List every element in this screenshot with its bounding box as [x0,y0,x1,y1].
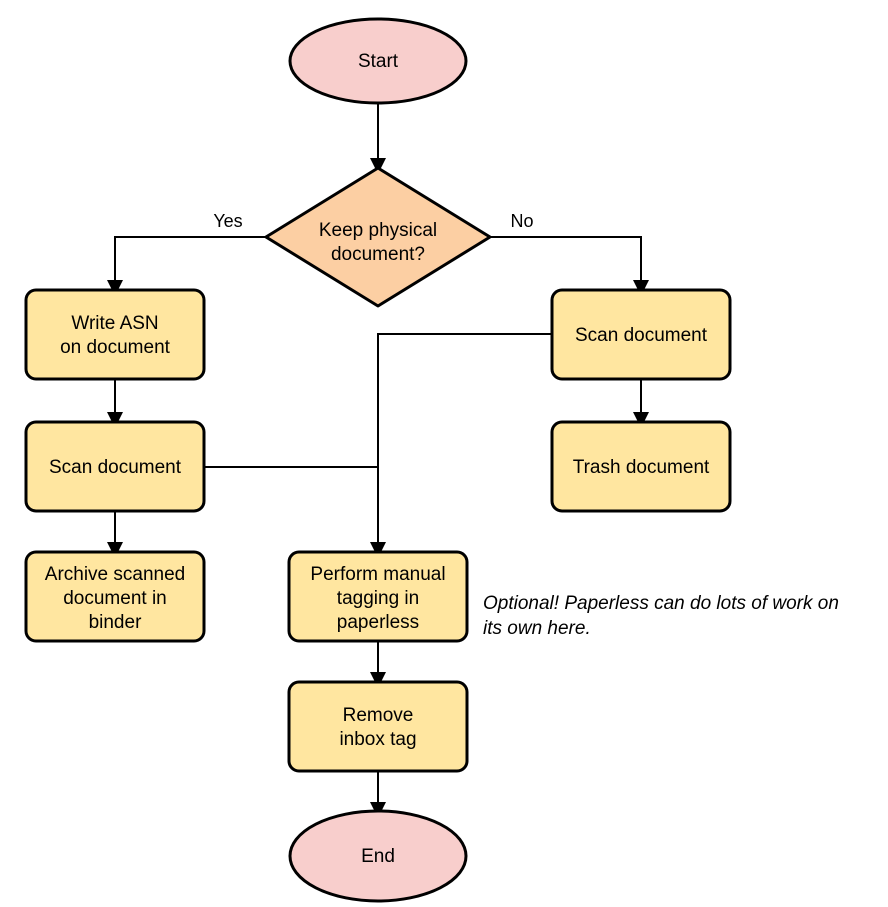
node-end[interactable]: End [288,809,468,903]
node-trash-document[interactable]: Trash document [550,420,732,513]
node-label-line1: Perform manual [310,564,445,585]
node-label-line1: Archive scanned [45,564,185,585]
note-line2: its own here. [483,618,591,639]
edge-start-to-decision [370,103,386,174]
edge-label-no: No [510,211,533,231]
edge-path [377,333,552,545]
node-label: Trash document [573,457,710,478]
node-write-asn[interactable]: Write ASN on document [24,288,206,381]
node-manual-tagging[interactable]: Perform manual tagging in paperless [287,550,469,643]
node-label-line2: document? [331,244,425,265]
arrowhead-icon [370,158,386,174]
node-label-line2: on document [60,337,171,358]
node-label: Start [358,51,399,72]
node-label: Scan document [575,325,708,346]
arrowhead-icon [633,412,649,428]
terminator-shape [288,17,468,105]
process-shape [287,550,469,643]
node-scan-document-left[interactable]: Scan document [24,420,206,513]
node-label-line2: tagging in [337,588,419,609]
edge-layer: Yes No [107,103,649,818]
annotation-optional-note: Optional! Paperless can do lots of work … [483,593,839,639]
node-label-line2: document in [63,588,167,609]
decision-shape [264,166,492,308]
process-shape [24,550,206,643]
node-label-line3: paperless [337,612,419,633]
edge-path [490,236,642,283]
node-label-line1: Write ASN [71,313,158,334]
process-shape [550,420,732,513]
arrowhead-icon [370,672,386,688]
node-label: End [361,846,395,867]
node-label: Scan document [49,457,182,478]
arrowhead-icon [107,542,123,558]
process-shape [550,288,732,381]
process-shape [287,680,469,773]
edge-label-yes: Yes [213,211,242,231]
node-label-line2: inbox tag [339,729,416,750]
node-remove-inbox-tag[interactable]: Remove inbox tag [287,680,469,773]
annotation-layer: Optional! Paperless can do lots of work … [483,593,839,639]
process-shape [24,288,206,381]
node-scan-document-right[interactable]: Scan document [550,288,732,381]
edge-path [114,236,266,283]
arrowhead-icon [633,280,649,296]
edge-scan-left-to-archive [107,511,123,558]
node-start[interactable]: Start [288,17,468,105]
terminator-shape [288,809,468,903]
node-label-line1: Keep physical [319,220,437,241]
edge-scan-right-to-manual-tagging [370,333,552,558]
edge-write-asn-to-scan-left [107,379,123,428]
node-layer: Start Keep physical document? Write ASN … [24,17,732,903]
edge-scan-right-to-trash [633,379,649,428]
node-label-line1: Remove [343,705,414,726]
edge-manual-tagging-to-remove-inbox [370,641,386,688]
node-decision-keep-physical[interactable]: Keep physical document? [264,166,492,308]
arrowhead-icon [370,542,386,558]
node-label-line3: binder [89,612,142,633]
arrowhead-icon [107,280,123,296]
arrowhead-icon [107,412,123,428]
edge-decision-no-to-scan-right: No [490,211,649,296]
edge-decision-yes-to-write-asn: Yes [107,211,266,296]
note-line1: Optional! Paperless can do lots of work … [483,593,839,614]
process-shape [24,420,206,513]
node-archive-binder[interactable]: Archive scanned document in binder [24,550,206,643]
